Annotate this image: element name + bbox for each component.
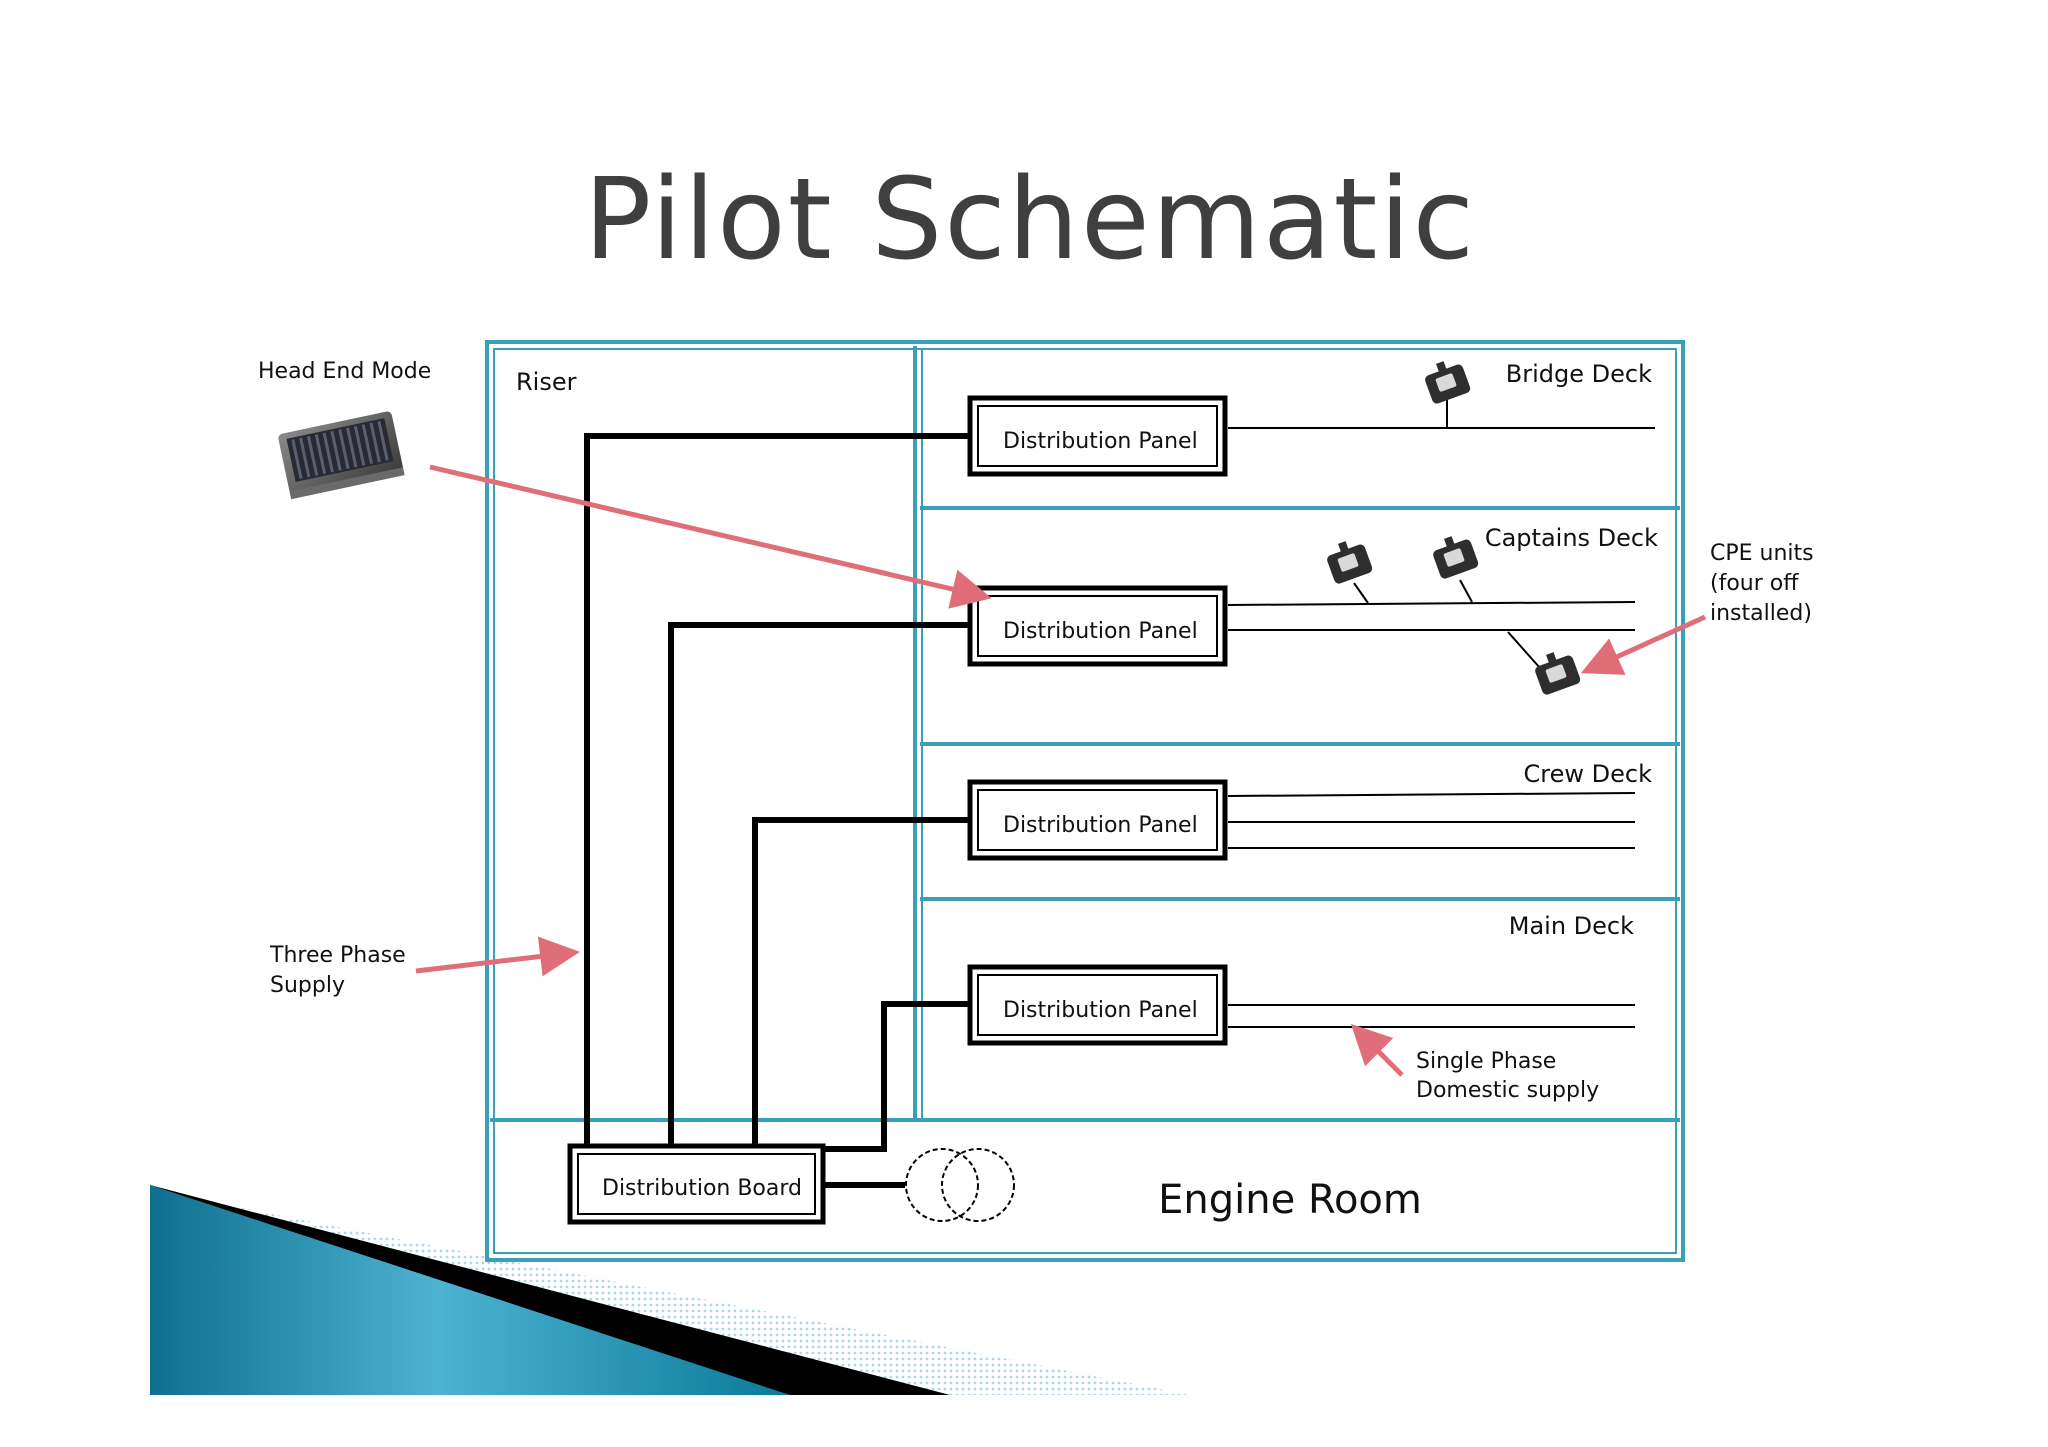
panel-label: Distribution Panel [1003, 429, 1198, 454]
single-phase-arrow [1350, 1023, 1404, 1077]
riser-wiring [584, 433, 970, 1188]
single-phase-line-2: Domestic supply [1416, 1078, 1599, 1103]
cpe-drops [1353, 395, 1541, 669]
riser-label: Riser [516, 368, 577, 396]
head-end-arrow [429, 464, 992, 609]
building-frame [485, 340, 1685, 1262]
three-phase-label: Three Phase Supply [269, 943, 413, 998]
single-phase-line-1: Single Phase [1416, 1049, 1556, 1074]
cpe-units-line-2: (four off [1710, 571, 1799, 596]
three-phase-arrow [415, 936, 580, 977]
distribution-panel-main: Distribution Panel [967, 964, 1228, 1046]
head-end-label: Head End Mode [258, 359, 431, 384]
three-phase-line-2: Supply [270, 973, 345, 998]
transformer-icon [905, 1148, 1015, 1222]
deck-label-main: Main Deck [1509, 912, 1634, 940]
decorative-swoosh [150, 1185, 1190, 1395]
engine-room-label: Engine Room [1158, 1177, 1422, 1223]
distribution-panel-bridge: Distribution Panel [967, 395, 1228, 477]
deck-label-bridge: Bridge Deck [1506, 360, 1652, 388]
board-label: Distribution Board [602, 1176, 802, 1201]
cpe-unit-icon [1535, 652, 1581, 695]
cpe-units-line-3: installed) [1710, 601, 1812, 626]
cpe-unit-icon [1433, 536, 1479, 579]
panel-label: Distribution Panel [1003, 619, 1198, 644]
head-end-device-icon [278, 411, 405, 500]
single-phase-label: Single Phase Domestic supply [1416, 1049, 1599, 1103]
cpe-unit-icon [1425, 361, 1471, 404]
cpe-units-arrow [1580, 614, 1707, 675]
deck-label-captains: Captains Deck [1485, 524, 1658, 552]
cpe-unit-icon [1327, 541, 1373, 584]
distribution-panel-captains: Distribution Panel [967, 585, 1228, 667]
three-phase-line-1: Three Phase [269, 943, 406, 968]
cpe-units-line-1: CPE units [1710, 541, 1814, 566]
deck-label-crew: Crew Deck [1524, 760, 1653, 788]
panel-label: Distribution Panel [1003, 998, 1198, 1023]
distribution-panel-crew: Distribution Panel [967, 779, 1228, 861]
distribution-board: Distribution Board [567, 1143, 826, 1225]
deck-lines [1227, 427, 1655, 1028]
cpe-units-label: CPE units (four off installed) [1710, 541, 1821, 626]
annotation-arrows [415, 464, 1707, 1077]
panel-label: Distribution Panel [1003, 813, 1198, 838]
page-title: Pilot Schematic [584, 155, 1476, 285]
